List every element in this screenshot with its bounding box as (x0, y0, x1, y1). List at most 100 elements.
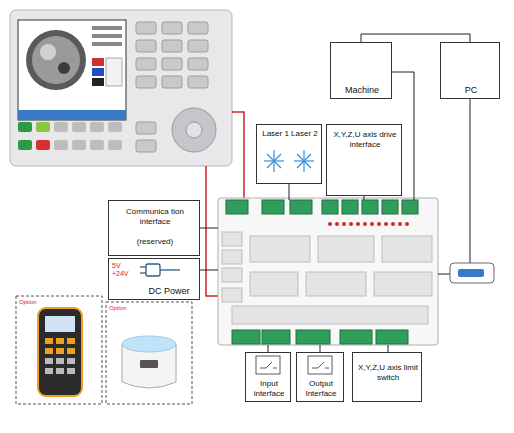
line-shape (312, 368, 318, 369)
rect-shape (382, 200, 398, 214)
rect-shape (318, 236, 374, 262)
node-text: X,Y,Z,U axis drive interface (329, 130, 401, 149)
rect-shape (54, 140, 68, 150)
rect-shape (222, 250, 242, 264)
usb-dongle (450, 263, 494, 283)
circle-shape (370, 222, 374, 226)
g-shape (45, 358, 75, 374)
rect-shape (136, 40, 156, 52)
rect-shape (72, 122, 86, 132)
line-shape (140, 266, 146, 267)
rect-shape (54, 122, 68, 132)
node-text: DC Power (139, 286, 199, 297)
rect-shape (458, 269, 484, 277)
rect-shape (67, 348, 75, 354)
rect-shape (106, 58, 122, 86)
line-shape (266, 362, 272, 368)
rect-shape (232, 330, 260, 344)
circle-shape (405, 222, 409, 226)
rect-shape (162, 22, 182, 34)
rect-shape (306, 272, 366, 296)
circle-shape (384, 222, 388, 226)
limit-switch-box: X,Y,Z,U axis limit switch (352, 352, 422, 402)
node-text: 5V +24V (112, 262, 136, 279)
line-shape (297, 154, 311, 168)
polyline-shape (232, 112, 244, 198)
node-text: Output Interface (298, 379, 344, 398)
node-text: PC (441, 85, 501, 96)
rect-shape (188, 40, 208, 52)
rect-shape (92, 34, 122, 38)
rect-shape (108, 122, 122, 132)
rect-shape (262, 330, 290, 344)
controller-board (218, 198, 438, 345)
circle-shape (40, 44, 56, 60)
rect-shape (18, 140, 32, 150)
line-shape (388, 345, 389, 352)
line-shape (273, 368, 277, 369)
rect-shape (18, 20, 126, 120)
rect-shape (222, 232, 242, 246)
node-text: (reserved) (113, 237, 197, 247)
circle-shape (342, 222, 346, 226)
ellipse-shape (122, 336, 176, 352)
rect-shape (92, 26, 122, 30)
rect-shape (136, 58, 156, 70)
rect-shape (188, 58, 208, 70)
rect-shape (38, 308, 82, 396)
rect-shape (45, 368, 53, 374)
communication-box: Communica tion interface(reserved) (108, 200, 200, 256)
option-label: Option (109, 305, 127, 312)
rect-shape (376, 330, 408, 344)
pc-box: PC (440, 42, 500, 99)
rect-shape (36, 122, 50, 132)
circle-shape (26, 30, 86, 90)
line-shape (200, 228, 218, 229)
option-frame (16, 296, 192, 404)
line-shape (470, 98, 471, 263)
rect-shape (136, 122, 156, 134)
rect-shape (45, 338, 53, 344)
rect-shape (10, 10, 232, 166)
rect-shape (67, 368, 75, 374)
output-box: Output Interface (296, 352, 344, 402)
line-shape (267, 154, 281, 168)
rect-shape (250, 236, 310, 262)
rect-shape (45, 348, 53, 354)
line-shape (268, 345, 269, 352)
rect-shape (136, 76, 156, 88)
rect-shape (450, 263, 494, 283)
line-shape (160, 269, 180, 270)
circle-shape (32, 36, 80, 84)
rect-shape (56, 368, 64, 374)
rect-shape (374, 272, 432, 296)
line-shape (140, 272, 146, 273)
rect-shape (90, 140, 104, 150)
circle-shape (391, 222, 395, 226)
rect-shape (262, 200, 284, 214)
rect-shape (296, 330, 330, 344)
node-text: Input interface (247, 379, 291, 398)
rect-shape (340, 330, 372, 344)
rect-shape (108, 140, 122, 150)
rect-shape (67, 338, 75, 344)
rect-shape (92, 68, 104, 76)
rect-shape (92, 58, 104, 66)
circle-shape (356, 222, 360, 226)
rect-shape (290, 200, 312, 214)
wireless-handheld (38, 308, 82, 396)
line-shape (325, 368, 329, 369)
line-shape (438, 274, 450, 275)
line-shape (200, 270, 218, 271)
rect-shape (56, 358, 64, 364)
node-text: X,Y,Z,U axis limit switch (356, 363, 420, 382)
control-panel (10, 10, 232, 166)
rect-shape (188, 76, 208, 88)
rect-shape (222, 268, 242, 282)
rect-shape (18, 122, 32, 132)
rect-shape (162, 58, 182, 70)
rect-shape (18, 110, 126, 120)
circle-shape (58, 62, 70, 74)
